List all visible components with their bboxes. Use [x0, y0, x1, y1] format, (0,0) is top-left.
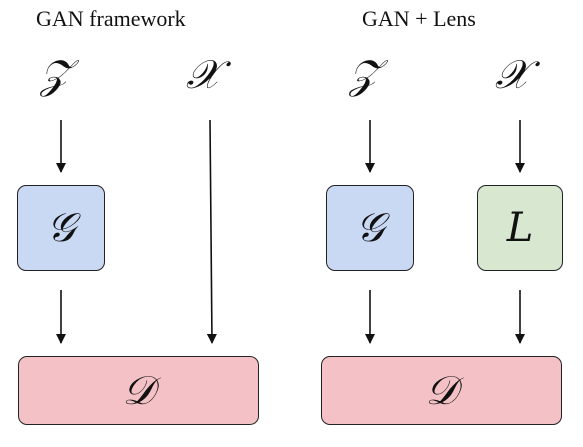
discriminator-box: 𝒟 [321, 356, 562, 425]
generator-box: 𝒢 [17, 185, 105, 271]
gan-lens-panel: GAN + Lens 𝒵 𝒳 𝒢 L 𝒟 [300, 0, 583, 447]
discriminator-box: 𝒟 [18, 356, 259, 425]
gan-framework-panel: GAN framework 𝒵 𝒳 𝒢 𝒟 [0, 0, 290, 447]
discriminator-label: 𝒟 [122, 367, 155, 414]
gan-lens-title: GAN + Lens [362, 6, 476, 31]
noise-variable-z: 𝒵 [349, 52, 380, 98]
noise-variable-z: 𝒵 [40, 52, 71, 98]
generator-label: 𝒢 [46, 205, 76, 251]
gan-framework-title: GAN framework [36, 6, 186, 31]
generator-label: 𝒢 [355, 205, 385, 251]
lens-label: L [506, 205, 534, 251]
generator-box: 𝒢 [326, 185, 414, 271]
discriminator-label: 𝒟 [425, 367, 458, 414]
lens-box: L [477, 185, 563, 271]
data-variable-x: 𝒳 [186, 52, 221, 98]
data-variable-x: 𝒳 [495, 52, 530, 98]
